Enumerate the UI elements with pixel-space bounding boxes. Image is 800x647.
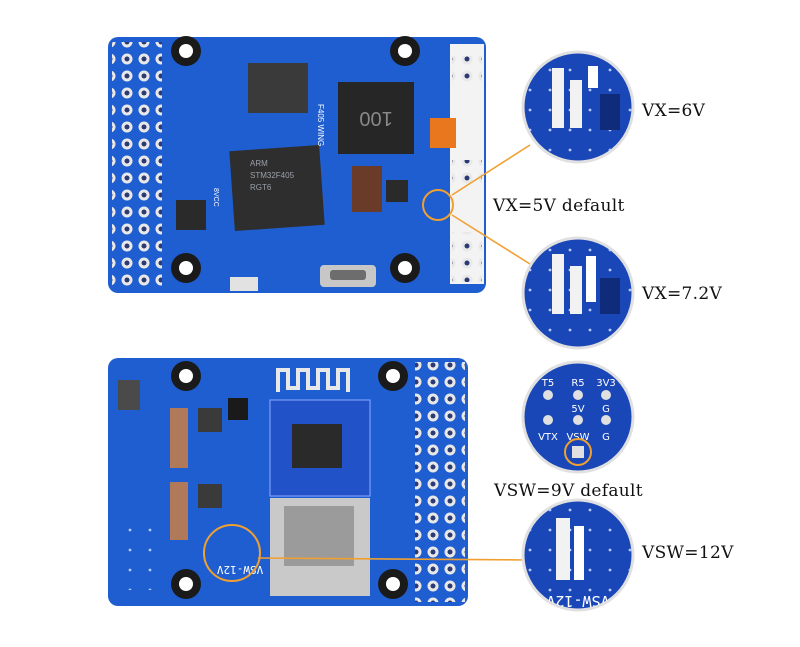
mcu-marking-2: STM32F405	[250, 171, 295, 180]
zoom-vx-7v2	[521, 236, 635, 350]
zoom-vsw-12v: VSW-12V	[521, 498, 635, 612]
inductor-marking: 100	[359, 107, 392, 129]
zoom-vsw-silkscreen: VSW-12V	[546, 592, 609, 610]
antenna-trace	[276, 368, 350, 392]
pad-label-t5: T5	[541, 378, 554, 389]
pad-label-g2: G	[602, 432, 610, 443]
osd-chip	[248, 63, 308, 113]
pad-label-vsw: VSW	[566, 432, 589, 443]
board-model-label: F405 WING	[316, 104, 325, 146]
right-pad-grid	[415, 362, 465, 602]
mcu-marking-3: RGT6	[250, 183, 272, 192]
vx-jumper-highlight	[422, 189, 454, 221]
caption-vsw-9v-default: VSW=9V default	[494, 481, 643, 501]
bec-label: 8VCC	[212, 188, 219, 207]
caption-vsw-12v: VSW=12V	[642, 543, 734, 563]
left-header-pins	[112, 42, 162, 288]
pad-label-5v: 5V	[571, 404, 584, 415]
power-inductor	[338, 82, 414, 154]
zoom-vx-6v	[521, 50, 635, 164]
bottom-board: VSW-12V	[108, 358, 468, 606]
pad-label-3v3: 3V3	[596, 378, 616, 389]
pad-label-vtx: VTX	[538, 432, 558, 443]
zoom-pad-labels: T5 R5 3V3 5V G VTX VSW G	[521, 360, 635, 474]
pad-label-r5: R5	[571, 378, 584, 389]
caption-vx-7v2: VX=7.2V	[642, 284, 723, 304]
mcu-marking-1: ARM	[250, 159, 268, 168]
vsw-silkscreen: VSW-12V	[216, 563, 263, 576]
pad-label-g1: G	[602, 404, 610, 415]
vsw-jumper-highlight	[203, 524, 261, 582]
mcu-chip	[229, 144, 325, 232]
caption-vx-6v: VX=6V	[642, 101, 706, 121]
top-board: ARM STM32F405 RGT6 100 F405 WING 8VCC	[108, 36, 486, 293]
caption-vx-5v-default: VX=5V default	[493, 196, 625, 216]
